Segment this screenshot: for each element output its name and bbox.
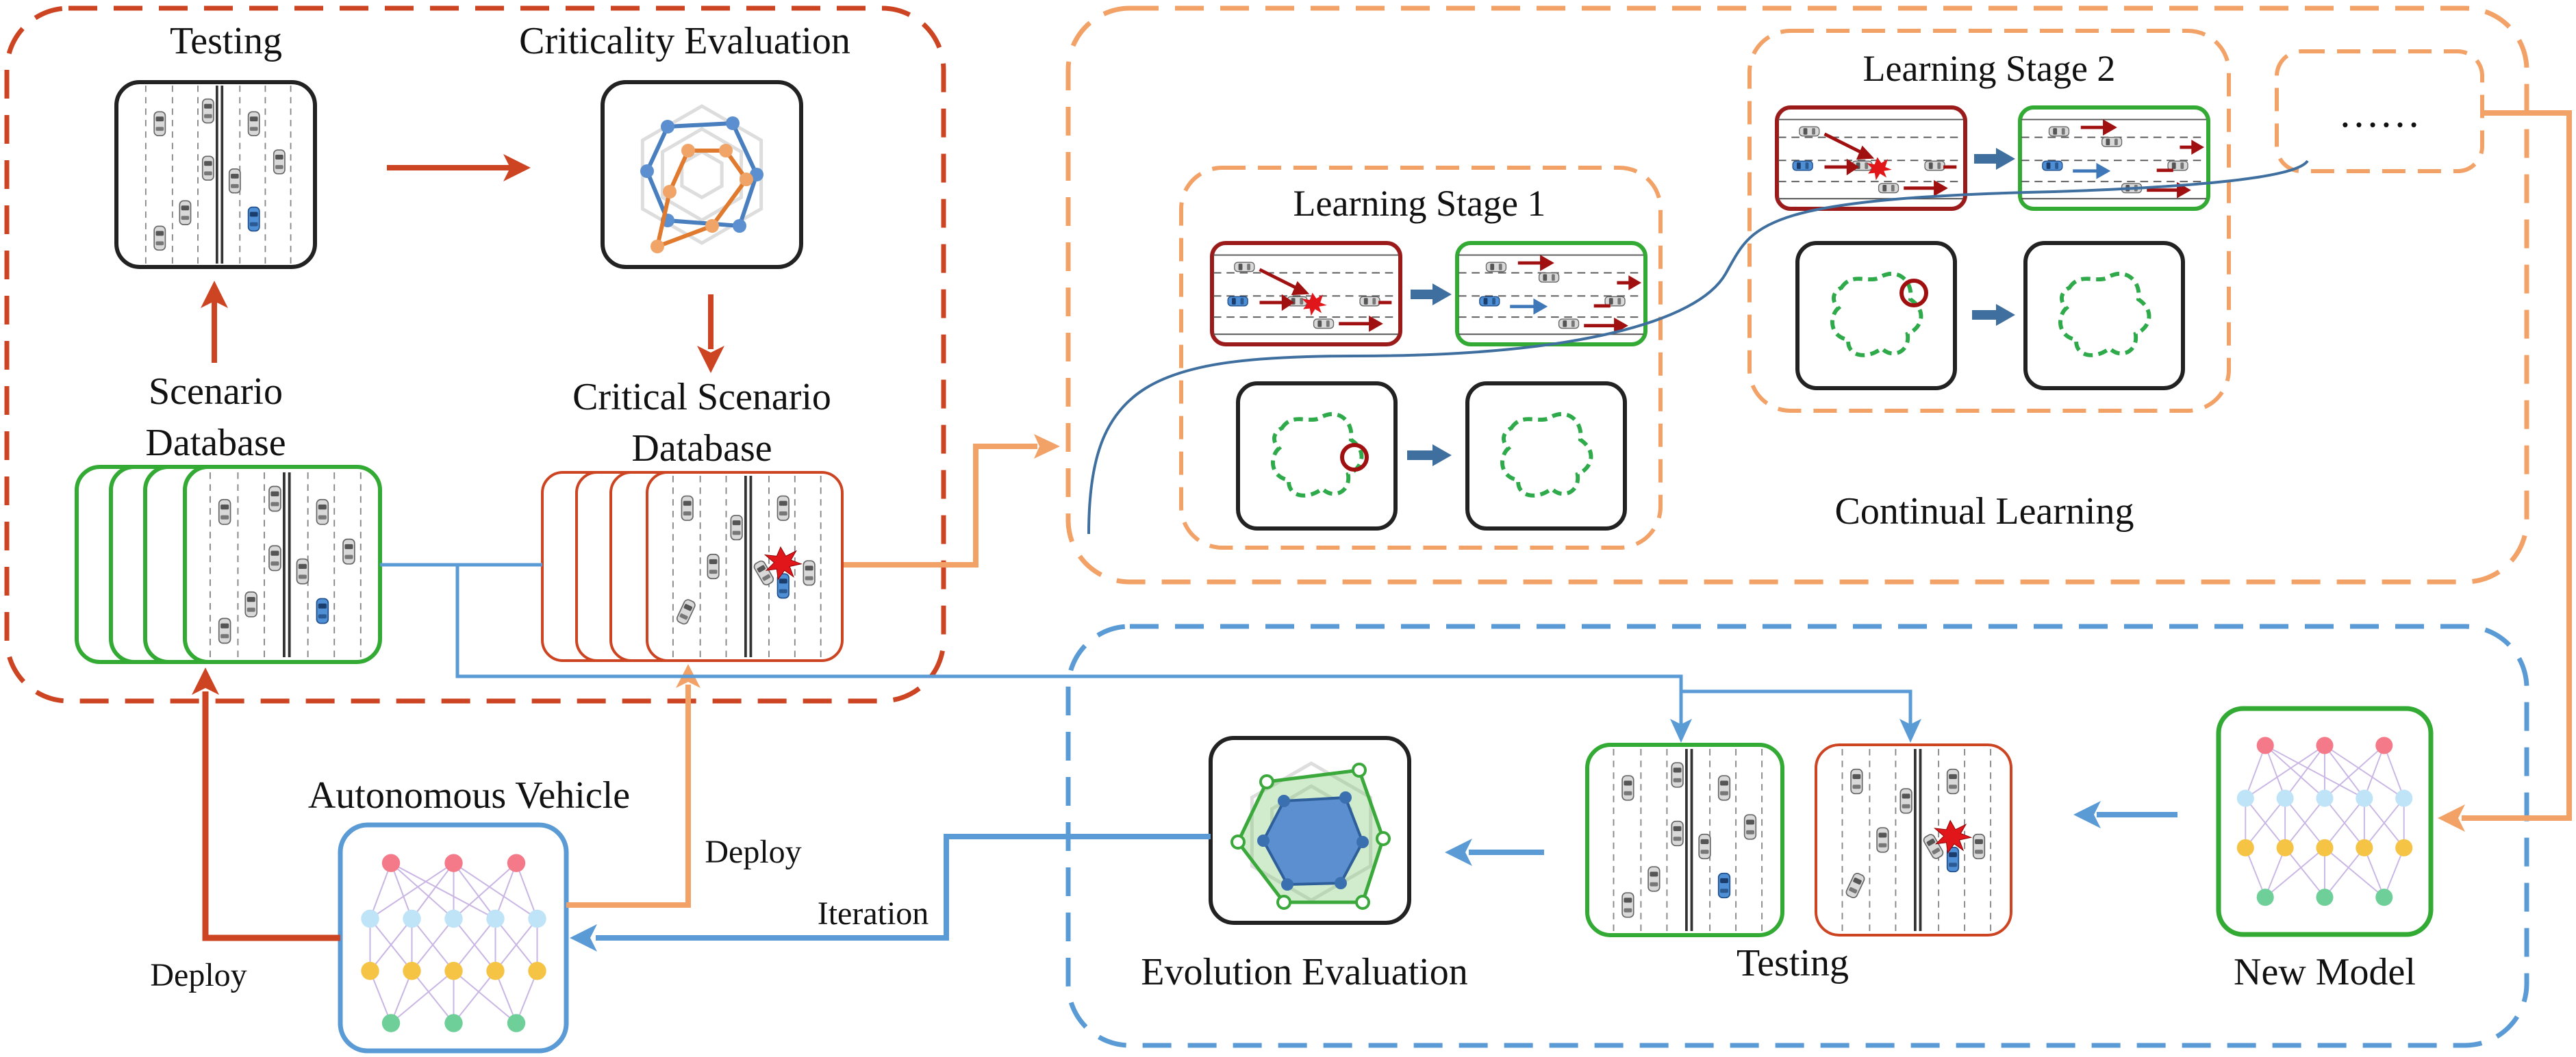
continual-learning-region bbox=[1065, 5, 2529, 585]
arrow-iteration-to-autonomous-vehicle bbox=[570, 834, 1211, 952]
stage1-blob-before-box bbox=[1236, 381, 1398, 531]
eval-testing-critical-box bbox=[1815, 743, 2012, 937]
learning-stage-2-box bbox=[1747, 29, 2231, 413]
scenario-database-label-line1: Scenario bbox=[149, 370, 283, 413]
arrow-newmodel-to-testing bbox=[2073, 801, 2177, 828]
eval-testing-normal-box bbox=[1585, 743, 1784, 937]
arrow-databases-to-eval-testing bbox=[380, 563, 1912, 724]
critical-database-label-line1: Critical Scenario bbox=[572, 376, 831, 418]
deploy-left-label: Deploy bbox=[150, 957, 247, 993]
arrow-continual-learning-to-new-model bbox=[2438, 110, 2572, 832]
deploy-right-label: Deploy bbox=[705, 834, 801, 870]
stage2-blob-arrow bbox=[1972, 304, 2015, 326]
stage1-scene-arrow bbox=[1411, 283, 1452, 305]
learning-stage-1-box bbox=[1179, 166, 1663, 550]
arrow-testing-to-criticality bbox=[387, 154, 531, 181]
stage2-new-data-circle bbox=[1899, 279, 1928, 307]
scenario-database-label-line2: Database bbox=[145, 422, 286, 464]
learning-progress-curve bbox=[1087, 160, 2309, 535]
arrow-database-up-to-testing bbox=[201, 281, 228, 363]
eval-testing-label: Testing bbox=[1737, 942, 1849, 984]
radar-blue-polygon bbox=[640, 116, 763, 233]
critical-scenario-generation-region bbox=[4, 5, 946, 704]
arrow-testing-to-evolution bbox=[1445, 839, 1544, 866]
new-model-box bbox=[2216, 706, 2434, 937]
iteration-label: Iteration bbox=[818, 895, 929, 932]
scenario-database-stack bbox=[75, 465, 382, 664]
radar-orange-polygon bbox=[651, 144, 753, 253]
stage1-new-data-circle bbox=[1340, 443, 1369, 472]
arrow-criticality-down bbox=[697, 294, 724, 373]
autonomous-vehicle-label: Autonomous Vehicle bbox=[308, 774, 630, 817]
stage1-blob-arrow bbox=[1407, 444, 1452, 466]
criticality-radar-box bbox=[601, 80, 803, 269]
more-stages-box bbox=[2275, 49, 2484, 173]
evolution-radar-polygons bbox=[1230, 763, 1391, 910]
continual-learning-label: Continual Learning bbox=[1834, 490, 2134, 533]
evolution-evaluation-label: Evolution Evaluation bbox=[1141, 951, 1467, 993]
stage2-scene-arrow bbox=[1974, 148, 2015, 170]
stage2-blob-before-box bbox=[1795, 241, 1957, 390]
arrow-head-eval-testing-normal bbox=[1670, 719, 1692, 743]
stage1-blob-after-box bbox=[1465, 381, 1627, 531]
more-stages-ellipsis: …… bbox=[2338, 90, 2421, 136]
learning-stage-2-title: Learning Stage 2 bbox=[1863, 48, 2116, 89]
critical-scenario-database-stack bbox=[541, 471, 844, 662]
stage2-blob-after-box bbox=[2023, 241, 2185, 390]
testing-title: Testing bbox=[170, 20, 282, 62]
arrow-critical-database-to-continual-learning bbox=[844, 434, 1060, 568]
learning-stage-1-title: Learning Stage 1 bbox=[1293, 183, 1546, 224]
criticality-evaluation-title: Criticality Evaluation bbox=[519, 20, 850, 62]
critical-database-label-line2: Database bbox=[631, 427, 772, 470]
new-model-label: New Model bbox=[2234, 951, 2416, 993]
arrow-head-eval-testing-critical bbox=[1899, 719, 1921, 743]
arrow-deploy-to-scenario-database bbox=[192, 667, 340, 941]
